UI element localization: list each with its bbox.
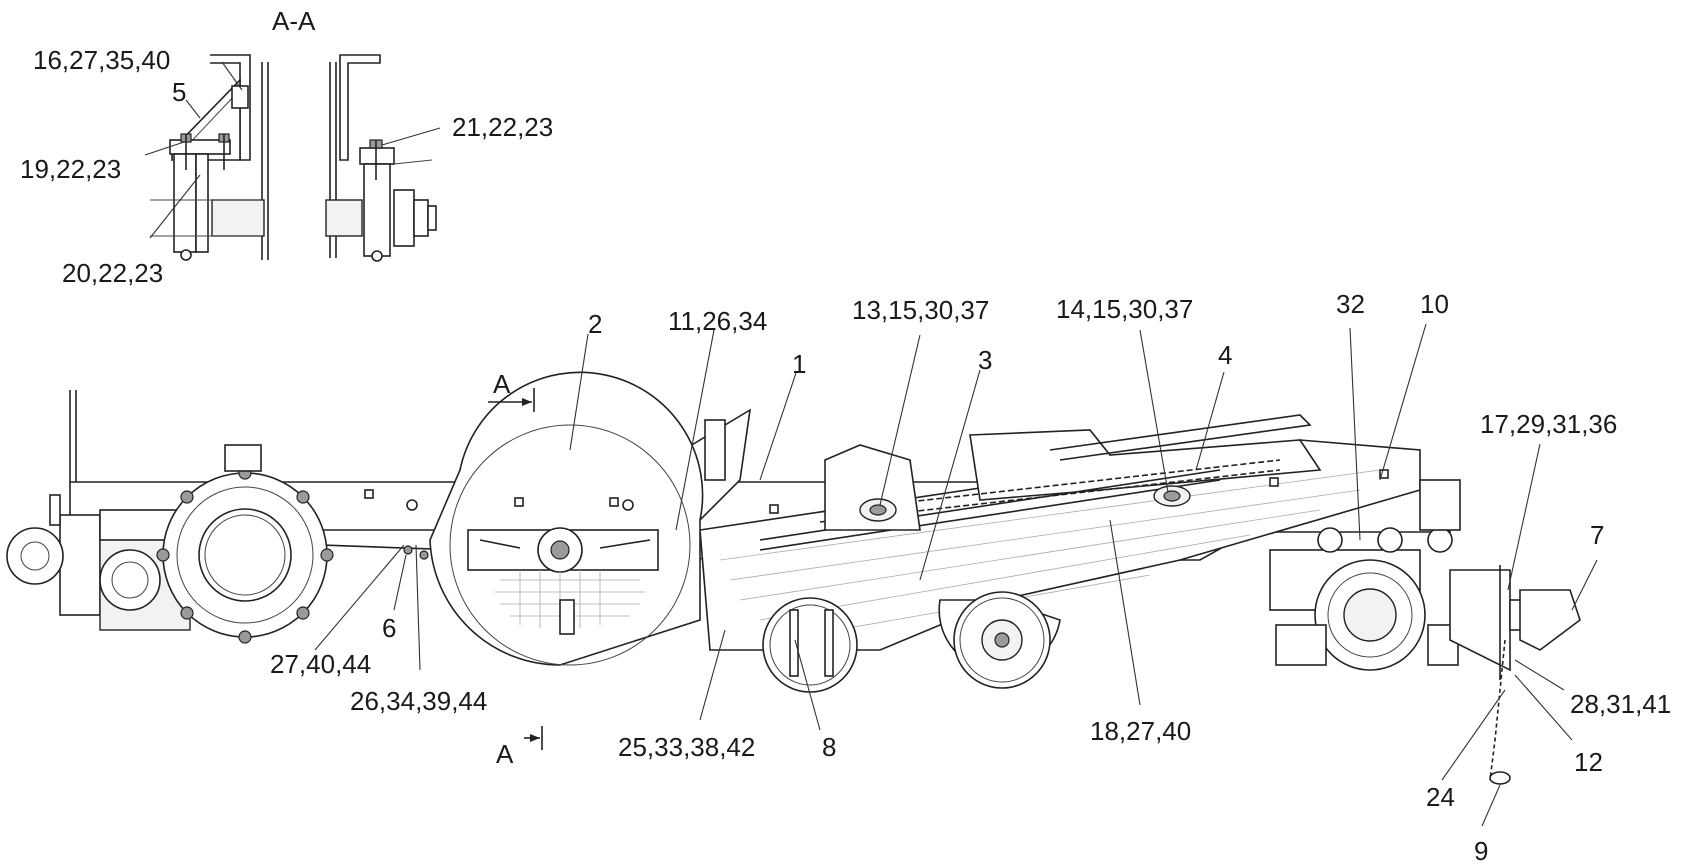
rear-hub <box>1269 479 1461 671</box>
idler-wheel <box>938 591 1061 689</box>
callout-25-33-38-42: 25,33,38,42 <box>618 732 755 762</box>
callout-12: 12 <box>1574 747 1603 777</box>
callout-20-22-23: 20,22,23 <box>62 258 163 288</box>
callout-10: 10 <box>1420 289 1449 319</box>
callout-16-27-35-40: 16,27,35,40 <box>33 45 170 75</box>
callout-1: 1 <box>792 349 806 379</box>
callout-3: 3 <box>978 345 992 375</box>
callout-5: 5 <box>172 77 186 107</box>
callouts: 16,27,35,40 5 19,22,23 20,22,23 21,22,23… <box>20 45 1671 865</box>
callout-11-26-34: 11,26,34 <box>668 306 767 336</box>
callout-24: 24 <box>1426 782 1455 812</box>
inspection-hatch <box>762 597 858 693</box>
beam-fasteners <box>364 469 1389 560</box>
callout-19-22-23: 19,22,23 <box>20 154 121 184</box>
callout-6: 6 <box>382 613 396 643</box>
leader-lines <box>314 323 1598 827</box>
callout-14-15-30-37: 14,15,30,37 <box>1056 294 1193 324</box>
callout-13-15-30-37: 13,15,30,37 <box>852 295 989 325</box>
section-marks: A A <box>488 369 543 769</box>
callout-21-22-23: 21,22,23 <box>452 112 553 142</box>
conveyor-body <box>699 414 1421 651</box>
callout-2: 2 <box>588 309 602 339</box>
callout-7: 7 <box>1590 520 1604 550</box>
section-a-a-detail: A-A <box>144 6 441 262</box>
section-title: A-A <box>272 6 316 36</box>
callout-32: 32 <box>1336 289 1365 319</box>
section-mark-bottom: A <box>496 739 514 769</box>
callout-18-27-40: 18,27,40 <box>1090 716 1191 746</box>
tensioner-plate-2 <box>1153 485 1191 507</box>
main-assembly: A A <box>6 45 1671 865</box>
callout-17-29-31-36: 17,29,31,36 <box>1480 409 1617 439</box>
callout-4: 4 <box>1218 340 1232 370</box>
main-hub <box>156 444 334 644</box>
safety-chain <box>1489 639 1511 785</box>
callout-9: 9 <box>1474 836 1488 865</box>
callout-28-31-41: 28,31,41 <box>1570 689 1671 719</box>
callout-26-34-39-44: 26,34,39,44 <box>350 686 487 716</box>
section-mark-top: A <box>493 369 511 399</box>
hitch-bracket <box>1449 565 1581 680</box>
section-right-bracket <box>325 54 437 262</box>
fan-housing <box>429 371 704 666</box>
tensioner-plate-1 <box>824 444 921 531</box>
section-left-bracket <box>150 54 269 261</box>
callout-27-40-44: 27,40,44 <box>270 649 371 679</box>
callout-8: 8 <box>822 732 836 762</box>
